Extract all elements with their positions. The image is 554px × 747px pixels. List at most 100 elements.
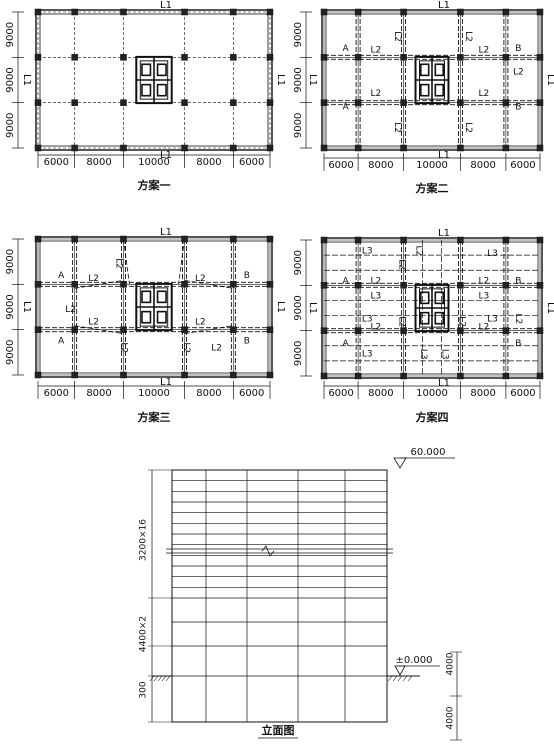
row-dim-3: 9000	[5, 113, 16, 138]
plan-column	[230, 8, 237, 16]
bay-dim-3: 10000	[138, 157, 170, 168]
plan-column	[266, 326, 274, 333]
plan-column	[181, 54, 188, 61]
ground-hatch	[149, 675, 420, 682]
inner-label: L3	[362, 246, 373, 256]
beam-label-bottom: L1	[438, 150, 450, 161]
inner-label: L2	[65, 305, 76, 315]
inner-label: A	[58, 271, 65, 281]
inner-label: B	[515, 103, 521, 113]
core-cell	[156, 310, 167, 324]
row-dim-2: 9000	[293, 67, 304, 92]
plan-column	[400, 99, 407, 106]
row-dim-1: 9000	[293, 250, 304, 275]
beam-label-bottom: L1	[160, 150, 172, 161]
plan-outer-beam	[321, 237, 543, 379]
plan-outer-beam	[321, 9, 543, 151]
plan-column	[536, 282, 544, 289]
plan-column	[536, 144, 544, 152]
plan-column	[120, 326, 127, 333]
plan-column	[457, 99, 464, 106]
top-level-text: 60.000	[411, 447, 446, 458]
plan-column	[230, 326, 237, 333]
inner-label: L2	[370, 46, 381, 56]
hatch	[402, 675, 408, 682]
plan-column	[457, 282, 464, 289]
plan-core	[414, 283, 450, 333]
inner-label: L2	[88, 274, 99, 284]
plan-column	[502, 54, 510, 61]
inner-label: B	[244, 271, 250, 281]
row-dim-1: 9000	[5, 22, 16, 47]
bay-dim-2: 8000	[86, 388, 111, 399]
inner-label: B	[515, 44, 521, 54]
plan-column	[536, 236, 544, 244]
plan-column	[34, 99, 42, 106]
plan-column	[502, 99, 510, 106]
plan-column	[354, 236, 362, 244]
hatch	[157, 675, 163, 682]
core-cell	[141, 83, 152, 97]
plan-column	[502, 144, 510, 152]
plan-column	[536, 99, 544, 106]
plan-slant-beam	[184, 279, 234, 289]
plan-column	[400, 327, 407, 334]
inner-label: L2	[195, 317, 206, 327]
dim-300: 300	[139, 681, 149, 698]
plan-core	[135, 55, 173, 105]
core-cell	[141, 310, 152, 324]
plan-column	[230, 371, 237, 379]
plan-column	[71, 99, 78, 106]
plan-column	[71, 54, 78, 61]
inner-label: L2	[211, 343, 222, 353]
core-cell	[434, 311, 445, 325]
plan-caption: 方案三	[138, 410, 171, 424]
plan-outer-beam-inner	[325, 241, 539, 375]
plan-column	[266, 371, 274, 379]
ground-level-mark: ±0.000	[394, 655, 440, 676]
inner-label: L2	[370, 276, 381, 286]
plan-column	[230, 54, 237, 61]
hatch	[392, 675, 398, 682]
plan-column	[536, 8, 544, 16]
inner-label: L2	[478, 46, 489, 56]
inner-label: A	[343, 276, 350, 286]
break-symbol	[261, 545, 275, 557]
plan-column	[71, 326, 78, 333]
core-cell	[141, 290, 152, 304]
hatch	[397, 675, 403, 682]
beam-label-right: L1	[545, 74, 554, 86]
bay-dim-3: 10000	[138, 388, 170, 399]
plan-slant-beam	[184, 325, 234, 335]
inner-label: B	[515, 339, 521, 349]
beam-label-left: L1	[21, 301, 32, 313]
plan-column	[34, 8, 42, 16]
bay-dim-1: 6000	[44, 388, 69, 399]
plan-column	[536, 327, 544, 334]
plan-column	[71, 8, 78, 16]
core-cell	[156, 290, 167, 304]
inner-label: L2	[114, 258, 124, 269]
top-level-mark: 60.000	[393, 447, 455, 469]
inner-label: L2	[195, 274, 206, 284]
plan-outer-beam	[35, 236, 273, 378]
plan-column	[354, 327, 362, 334]
plan-column	[457, 8, 464, 16]
bay-dim-2: 8000	[368, 388, 393, 399]
plan-column	[457, 327, 464, 334]
elevation-outline	[171, 469, 388, 723]
bay-dim-2: 8000	[86, 157, 111, 168]
beam-label-right: L1	[275, 74, 286, 86]
inner-label: L2	[392, 31, 402, 42]
core-cell	[419, 83, 430, 97]
